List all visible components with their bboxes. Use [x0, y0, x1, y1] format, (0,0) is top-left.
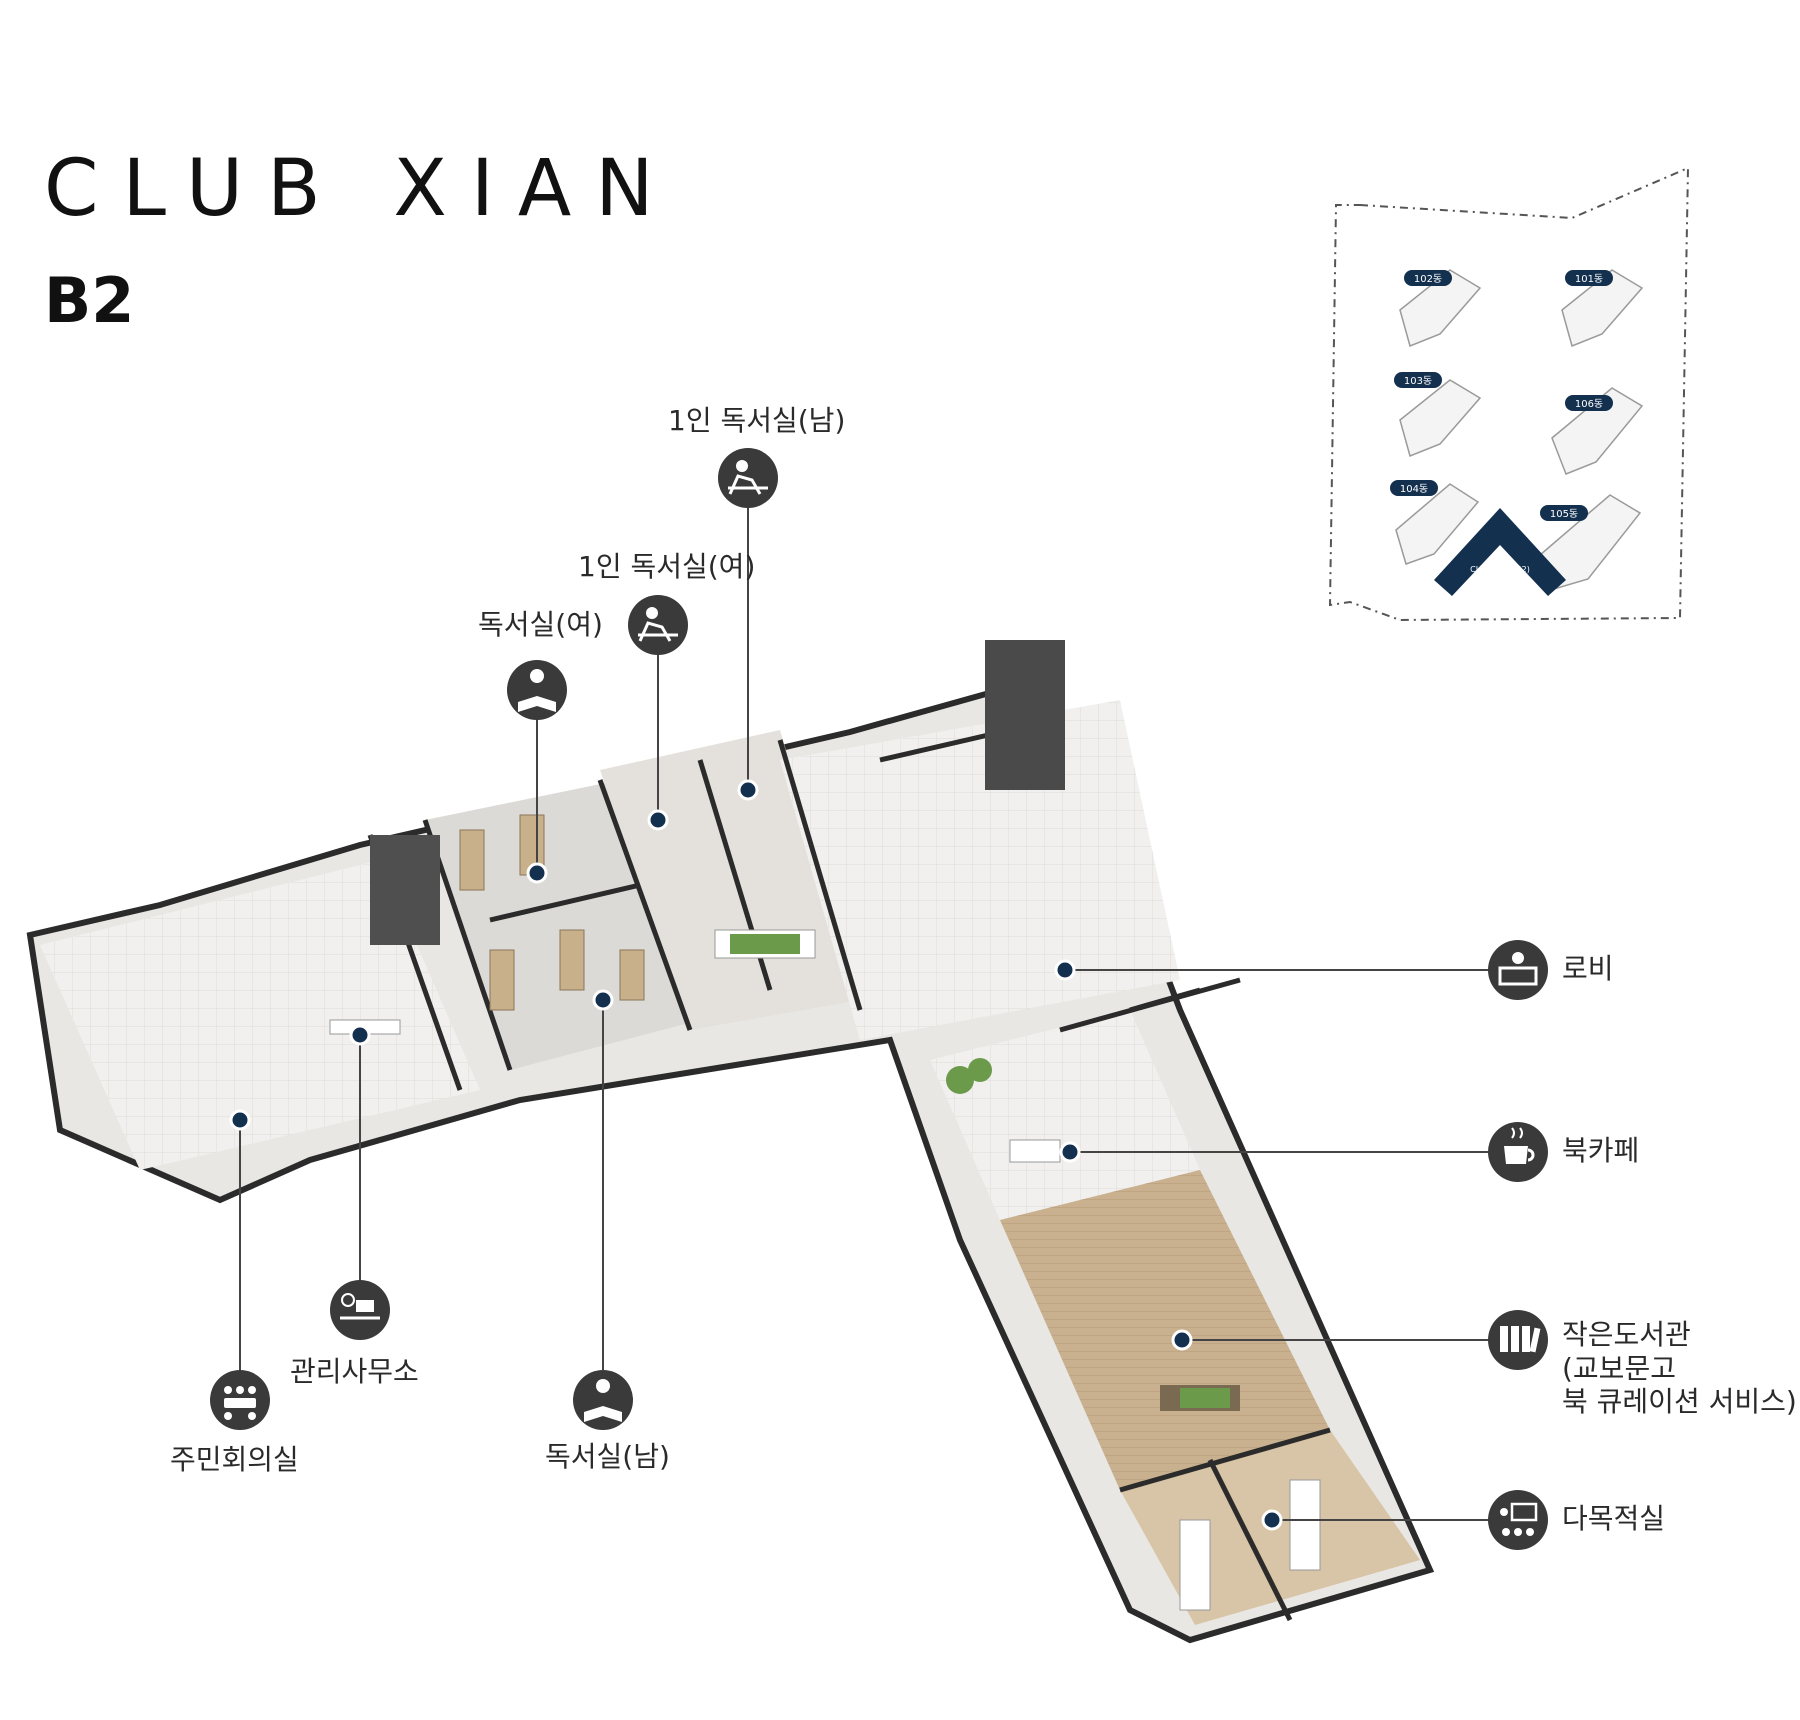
site-building-label: 102동 [1414, 273, 1442, 285]
site-club-label: CLUB XIAN(B2) [1470, 565, 1530, 574]
site-plan-map: 102동 101동 103동 106동 104동 105동 CLUB XIAN(… [1328, 166, 1690, 622]
label-single-reading-room-female: 1인 독서실(여) [578, 550, 756, 583]
meeting-table-icon [210, 1370, 270, 1430]
office-icon [330, 1280, 390, 1340]
marker-dot [592, 989, 614, 1011]
marker-dot [1261, 1509, 1283, 1531]
marker-dot [349, 1024, 371, 1046]
label-reading-room-male: 독서실(남) [545, 1440, 670, 1473]
site-building-label: 106동 [1575, 398, 1603, 410]
marker-dot [737, 779, 759, 801]
brand-title: CLUB XIAN [44, 144, 678, 234]
coffee-cup-icon [1488, 1122, 1548, 1182]
site-building-label: 104동 [1400, 483, 1428, 495]
site-building-label: 105동 [1550, 508, 1578, 520]
presentation-icon [1488, 1490, 1548, 1550]
marker-dot [229, 1109, 251, 1131]
site-building-label: 103동 [1404, 375, 1432, 387]
label-single-reading-room-male: 1인 독서실(남) [668, 404, 846, 437]
site-building-label: 101동 [1575, 273, 1603, 285]
marker-dot [1054, 959, 1076, 981]
reading-desk-icon [718, 448, 778, 508]
label-lobby: 로비 [1562, 952, 1614, 985]
book-reader-icon [573, 1370, 633, 1430]
marker-dot [1059, 1141, 1081, 1163]
book-reader-icon [507, 660, 567, 720]
label-management-office: 관리사무소 [290, 1355, 419, 1388]
label-meeting-room: 주민회의실 [170, 1443, 299, 1476]
reading-desk-icon [628, 595, 688, 655]
label-reading-room-female: 독서실(여) [478, 608, 603, 641]
marker-dot [526, 862, 548, 884]
label-small-library: 작은도서관 (교보문고 북 큐레이션 서비스) [1562, 1318, 1797, 1419]
facility-icons [210, 448, 1548, 1550]
label-book-cafe: 북카페 [1562, 1134, 1640, 1167]
reception-icon [1488, 940, 1548, 1000]
marker-dot [647, 809, 669, 831]
floor-level: B2 [44, 264, 135, 337]
books-icon [1488, 1310, 1548, 1370]
building-floor [26, 640, 1435, 1644]
label-multipurpose-room: 다목적실 [1562, 1502, 1666, 1535]
marker-dot [1171, 1329, 1193, 1351]
